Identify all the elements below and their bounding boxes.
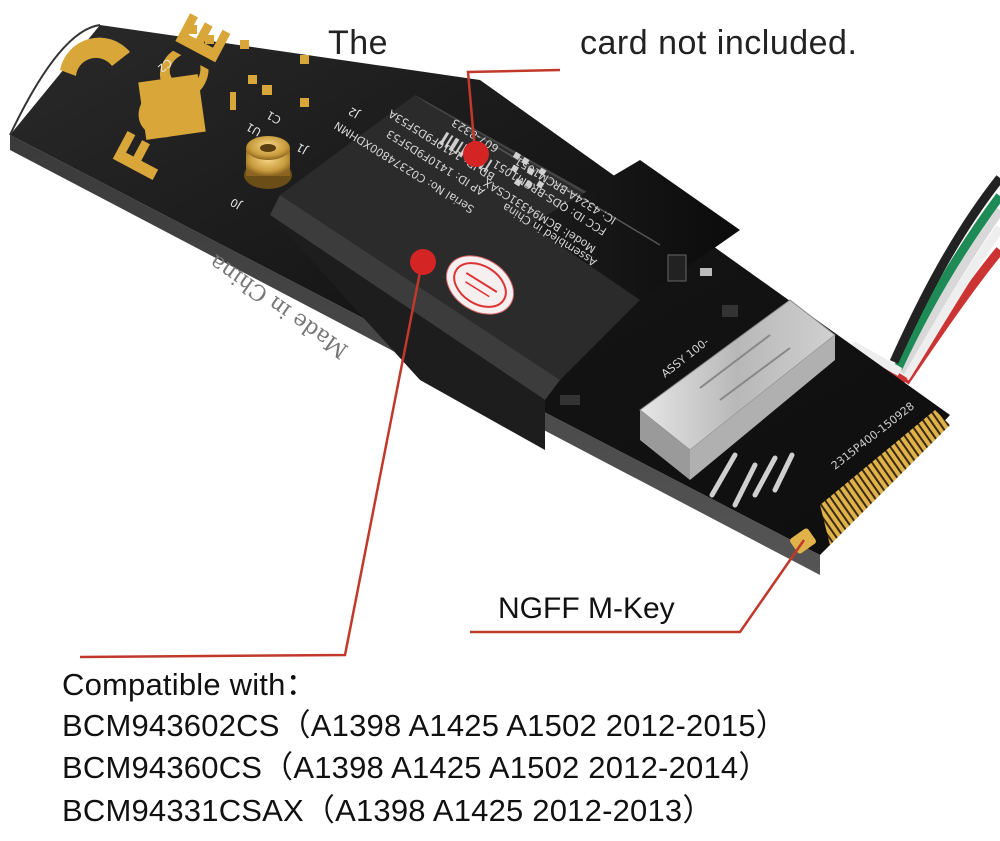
m-key-gold-fingers	[820, 410, 950, 545]
callout-dot-card	[463, 141, 489, 167]
compatibility-model-3: BCM94331CSAX（A1398 A1425 2012-2013）	[62, 793, 714, 828]
callout-lines	[79, 68, 806, 659]
qr-matrix	[510, 151, 547, 189]
callout-text-ngff-m-key: NGFF M-Key	[498, 592, 675, 625]
callout-line-ngff	[470, 539, 806, 634]
label-c1: C1	[264, 108, 283, 127]
cable-bundle	[849, 175, 1000, 386]
wifi-card: Model: BCM94331CSAX Assembled in China F…	[270, 95, 740, 450]
callout-text-the: The	[328, 24, 389, 62]
callout-dot-module	[410, 249, 436, 275]
smd-components	[560, 254, 738, 405]
callout-line-compat	[79, 261, 424, 659]
compatibility-model-2: BCM94360CS（A1398 A1425 A1502 2012-2014）	[62, 750, 770, 785]
callout-text-card-not-included: card not included.	[580, 24, 858, 62]
callout-line-card	[466, 68, 561, 153]
brass-standoff	[244, 136, 292, 189]
gold-pads	[60, 25, 309, 140]
qc-sticker	[446, 255, 514, 315]
solder-pins	[709, 452, 795, 508]
card-connector	[639, 299, 836, 480]
compatibility-model-1: BCM943602CS（A1398 A1425 A1502 2012-2015）	[62, 708, 787, 743]
compatibility-heading: Compatible with：	[62, 667, 317, 702]
